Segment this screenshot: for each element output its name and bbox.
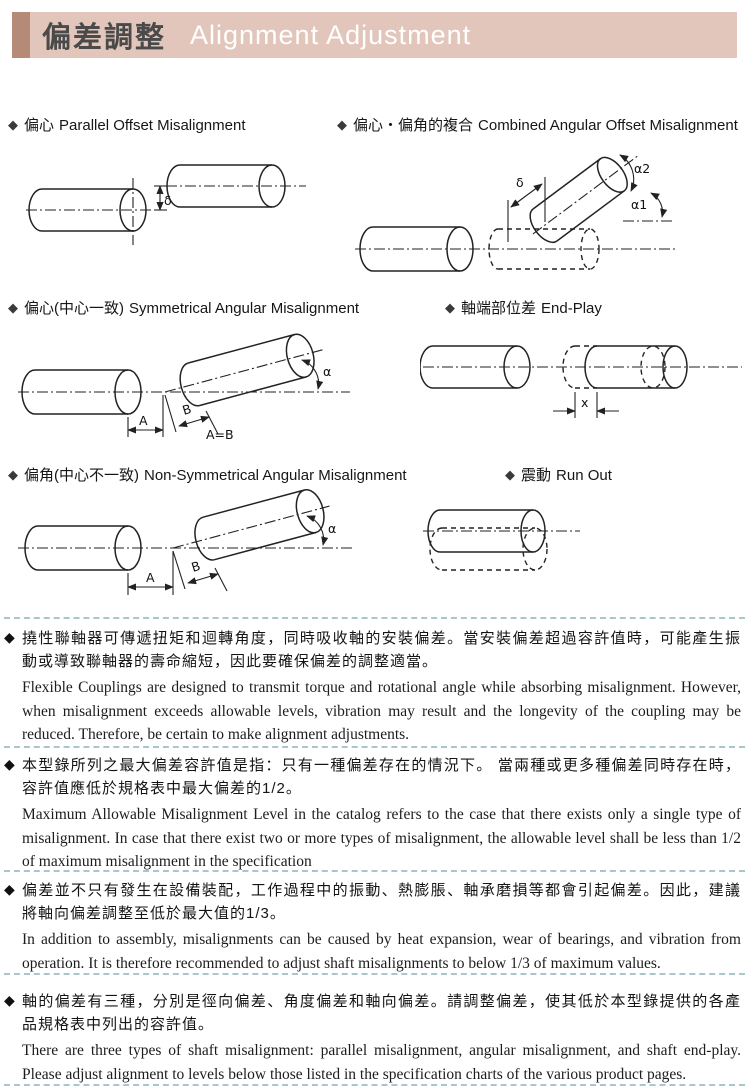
dim-label-b: B (189, 558, 202, 575)
paragraph-three-types: ◆ 軸的偏差有三種，分別是徑向偏差、角度偏差和軸向偏差。請調整偏差，使其低於本型… (4, 990, 741, 1086)
diagram-endplay: x (420, 345, 742, 418)
paragraph-en: Maximum Allowable Misalignment Level in … (22, 806, 741, 870)
dim-label-a: A (146, 570, 155, 585)
diamond-bullet-icon: ◆ (8, 300, 18, 315)
dim-label-x: x (581, 395, 588, 410)
page-title-zh: 偏差調整 (42, 22, 167, 54)
diagram-runout (423, 509, 580, 571)
diamond-bullet-icon: ◆ (4, 756, 15, 772)
dim-label-a: A (139, 413, 148, 428)
page-title-en: Alignment Adjustment (190, 19, 472, 50)
phantom-cylinder (488, 228, 600, 270)
paragraph-causes: ◆ 偏差並不只有發生在設備裝配，工作過程中的振動、熱膨脹、軸承磨損等都會引起偏差… (4, 879, 741, 975)
paragraph-zh: 軸的偏差有三種，分別是徑向偏差、角度偏差和軸向偏差。請調整偏差，使其低於本型錄提… (22, 993, 741, 1033)
diamond-bullet-icon: ◆ (8, 467, 18, 482)
dashed-divider (4, 746, 745, 748)
diagram-nonsymmetrical: A B α (18, 488, 355, 595)
paragraph-zh: 撓性聯軸器可傳遞扭矩和迴轉角度，同時吸收軸的安裝偏差。當安裝偏差超過容許值時，可… (22, 630, 741, 670)
offset-dimension: δ (507, 175, 546, 242)
shaft-cylinder-right (166, 164, 286, 208)
endplay-dimension: x (553, 392, 619, 418)
dim-label-alpha: α (328, 521, 336, 536)
diagram-parallel-offset: δ (26, 164, 306, 245)
dim-label-delta: δ (516, 175, 524, 190)
diamond-bullet-icon: ◆ (505, 467, 515, 482)
dashed-divider (4, 870, 745, 872)
angle-dimension: α (306, 515, 336, 546)
b-dimension: B (172, 550, 228, 592)
shaft-cylinder-left (28, 188, 147, 232)
angle-dimensions: α2 α1 (619, 154, 672, 222)
paragraph-en: In addition to assembly, misalignments c… (22, 931, 741, 972)
diamond-bullet-icon: ◆ (4, 629, 15, 645)
dashed-divider (4, 617, 745, 619)
dim-label-delta: δ (164, 193, 172, 208)
shaft-cylinder-left (359, 226, 474, 272)
diamond-bullet-icon: ◆ (445, 300, 455, 315)
diamond-bullet-icon: ◆ (4, 992, 15, 1008)
dashed-divider (4, 1084, 745, 1086)
angle-dimension: α (301, 359, 331, 390)
shaft-cylinder-left (24, 525, 142, 571)
shaft-cylinder (427, 509, 546, 553)
tilted-cylinder (172, 488, 330, 561)
diagram-symmetrical: A B A=B α (18, 333, 350, 442)
shaft-cylinder-left (420, 345, 531, 389)
diamond-bullet-icon: ◆ (4, 881, 15, 897)
phantom-cylinder (429, 527, 548, 571)
phantom-cylinder (562, 345, 666, 389)
a-dimension: A (127, 395, 164, 437)
a-dimension: A (127, 551, 174, 595)
shaft-cylinder-right (584, 345, 688, 389)
tilted-cylinder (529, 154, 640, 244)
paragraph-zh: 本型錄所列之最大偏差容許值是指：只有一種偏差存在的情況下。 當兩種或更多種偏差同… (22, 757, 741, 797)
section-label-symmetrical: ◆偏心(中心一致)Symmetrical Angular Misalignmen… (8, 300, 360, 317)
paragraph-max-allowable: ◆ 本型錄所列之最大偏差容許值是指：只有一種偏差存在的情況下。 當兩種或更多種偏… (4, 754, 741, 874)
paragraph-zh: 偏差並不只有發生在設備裝配，工作過程中的振動、熱膨脹、軸承磨損等都會引起偏差。因… (22, 882, 741, 922)
diagram-combined: δ α2 α1 (355, 154, 675, 272)
header-accent-bar (12, 12, 30, 58)
offset-dimension: δ (154, 185, 172, 211)
paragraph-flexible-couplings: ◆ 撓性聯軸器可傳遞扭矩和迴轉角度，同時吸收軸的安裝偏差。當安裝偏差超過容許值時… (4, 627, 741, 747)
paragraph-en: There are three types of shaft misalignm… (22, 1042, 741, 1083)
dim-label-alpha: α (323, 364, 331, 379)
dim-label-alpha2: α2 (634, 161, 650, 176)
diamond-bullet-icon: ◆ (8, 117, 18, 132)
tilted-cylinder (164, 333, 325, 407)
b-dimension: B A=B (164, 394, 234, 442)
paragraph-en: Flexible Couplings are designed to trans… (22, 679, 741, 743)
page-header: 偏差調整 Alignment Adjustment (30, 12, 737, 58)
dim-label-alpha1: α1 (631, 197, 647, 212)
shaft-cylinder-left (21, 369, 142, 415)
dashed-divider (4, 973, 745, 975)
section-label-nonsymmetrical: ◆偏角(中心不一致)Non-Symmetrical Angular Misali… (8, 467, 407, 484)
diamond-bullet-icon: ◆ (337, 117, 347, 132)
dim-label-a-equals-b: A=B (206, 427, 234, 442)
dim-label-b: B (180, 401, 193, 418)
